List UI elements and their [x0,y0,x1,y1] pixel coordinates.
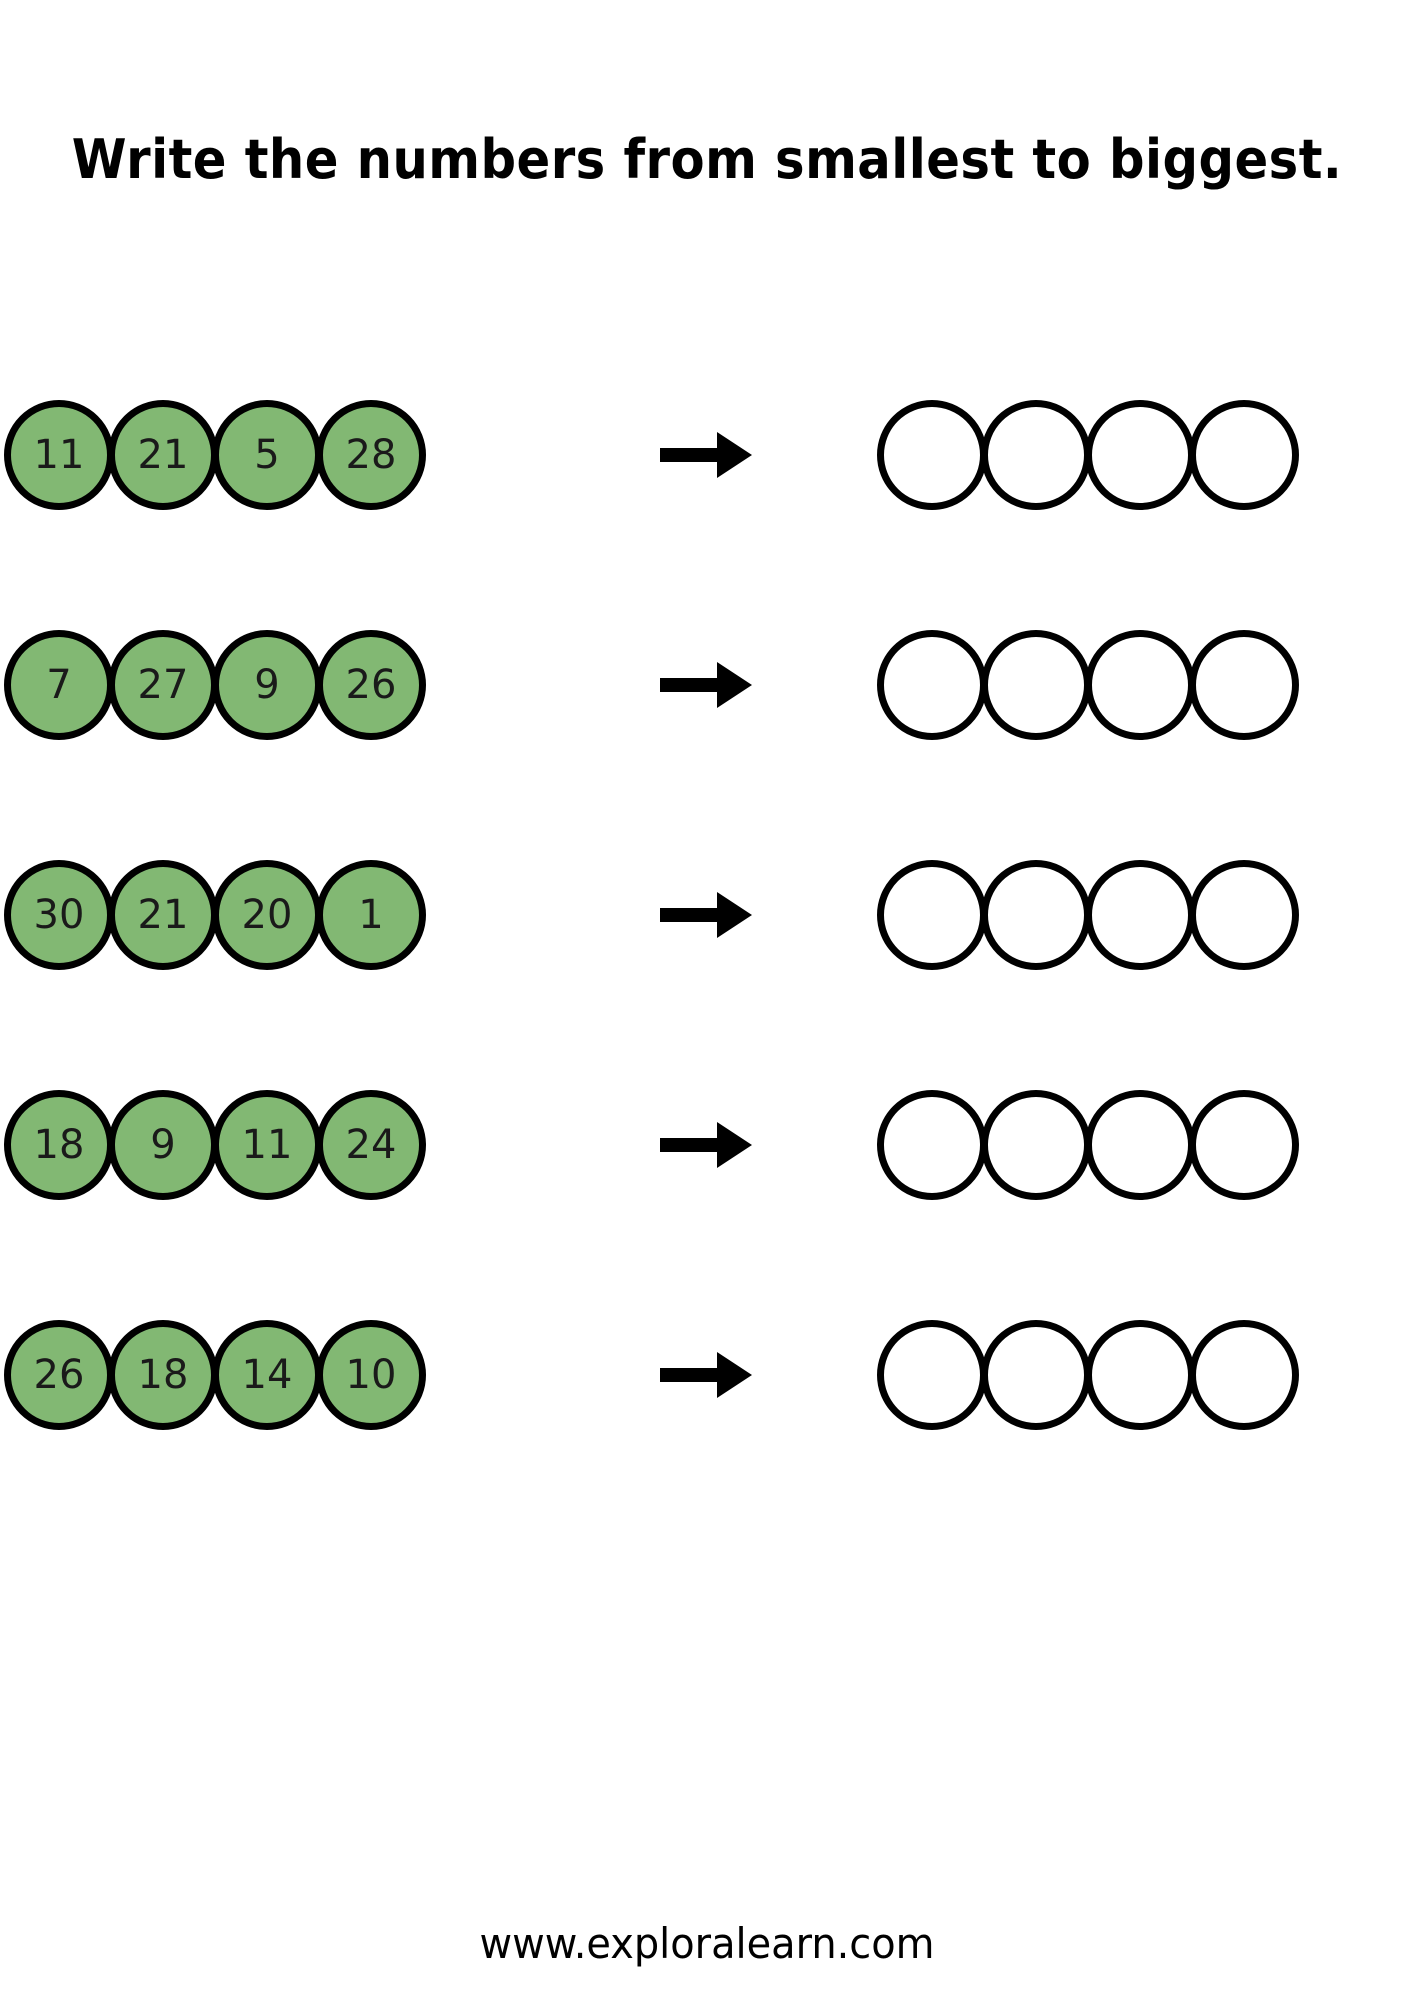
given-number-circle: 20 [212,860,322,970]
answer-circle[interactable] [877,1320,987,1430]
given-number-circle: 11 [4,400,114,510]
given-numbers-group: 30 21 20 1 [4,860,426,970]
given-number-circle: 18 [4,1090,114,1200]
given-number-circle: 9 [108,1090,218,1200]
answer-circle[interactable] [981,1320,1091,1430]
right-arrow-icon [660,630,780,740]
problem-row: 26 18 14 10 [0,1320,1414,1550]
answer-circle[interactable] [1085,1090,1195,1200]
answer-circles-group [877,630,1299,740]
right-arrow-icon [660,400,780,510]
given-number-circle: 26 [4,1320,114,1430]
given-number-circle: 28 [316,400,426,510]
answer-circles-group [877,860,1299,970]
problem-row: 7 27 9 26 [0,630,1414,860]
problem-row: 30 21 20 1 [0,860,1414,1090]
given-number-circle: 18 [108,1320,218,1430]
answer-circle[interactable] [1189,1090,1299,1200]
answer-circle[interactable] [981,630,1091,740]
given-numbers-group: 26 18 14 10 [4,1320,426,1430]
given-number-circle: 11 [212,1090,322,1200]
answer-circle[interactable] [1085,630,1195,740]
footer-website-url: www.exploralearn.com [479,1919,935,1968]
answer-circle[interactable] [1189,630,1299,740]
answer-circle[interactable] [1085,400,1195,510]
given-number-circle: 21 [108,400,218,510]
right-arrow-icon [660,1320,780,1430]
answer-circle[interactable] [1085,860,1195,970]
answer-circle[interactable] [1085,1320,1195,1430]
right-arrow-icon [660,860,780,970]
answer-circle[interactable] [1189,860,1299,970]
answer-circle[interactable] [1189,400,1299,510]
answer-circle[interactable] [981,1090,1091,1200]
problem-row: 11 21 5 28 [0,400,1414,630]
problem-row: 18 9 11 24 [0,1090,1414,1320]
answer-circles-group [877,1320,1299,1430]
given-number-circle: 30 [4,860,114,970]
given-number-circle: 26 [316,630,426,740]
answer-circles-group [877,1090,1299,1200]
given-numbers-group: 11 21 5 28 [4,400,426,510]
answer-circle[interactable] [877,630,987,740]
given-number-circle: 10 [316,1320,426,1430]
given-number-circle: 5 [212,400,322,510]
answer-circle[interactable] [877,400,987,510]
given-number-circle: 1 [316,860,426,970]
given-number-circle: 27 [108,630,218,740]
answer-circle[interactable] [981,400,1091,510]
given-number-circle: 7 [4,630,114,740]
answer-circle[interactable] [1189,1320,1299,1430]
answer-circles-group [877,400,1299,510]
given-number-circle: 21 [108,860,218,970]
given-number-circle: 24 [316,1090,426,1200]
problem-rows: 11 21 5 28 7 27 9 26 [0,400,1414,1550]
answer-circle[interactable] [981,860,1091,970]
answer-circle[interactable] [877,860,987,970]
given-number-circle: 9 [212,630,322,740]
given-numbers-group: 7 27 9 26 [4,630,426,740]
given-numbers-group: 18 9 11 24 [4,1090,426,1200]
page-title: Write the numbers from smallest to bigge… [71,128,1343,191]
given-number-circle: 14 [212,1320,322,1430]
answer-circle[interactable] [877,1090,987,1200]
right-arrow-icon [660,1090,780,1200]
